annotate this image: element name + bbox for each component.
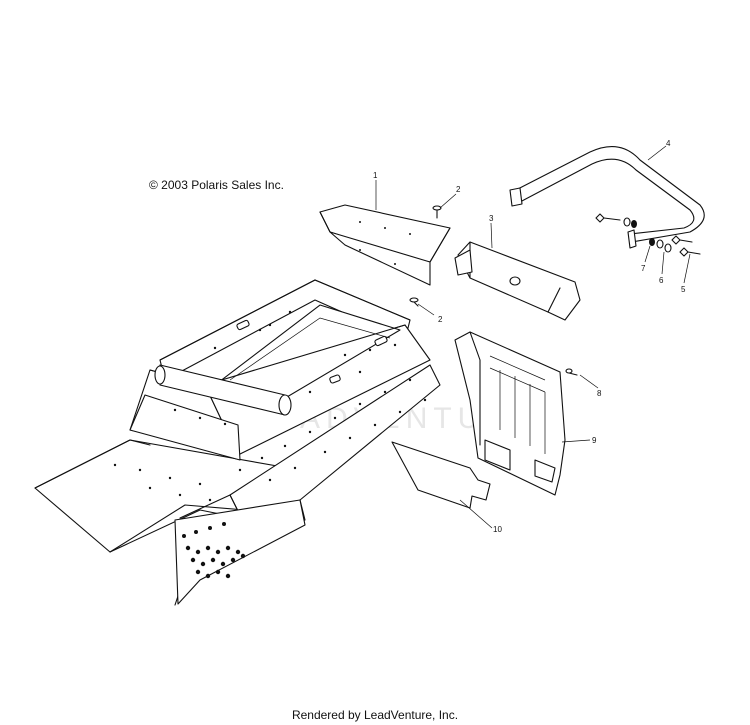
svg-text:8: 8 [597, 389, 602, 398]
callout-6: 6 [659, 251, 665, 285]
callout-10: 10 [459, 499, 502, 534]
callout-9: 9 [561, 436, 597, 445]
svg-text:5: 5 [681, 285, 686, 294]
svg-text:6: 6 [659, 276, 664, 285]
part-2-rivet-top [432, 205, 442, 219]
callout-7: 7 [641, 245, 651, 273]
cargo-box [129, 279, 431, 461]
callout-4: 4 [647, 139, 671, 161]
callout-3: 3 [489, 214, 494, 249]
callout-1: 1 [373, 171, 378, 210]
part-3-rear-bracket [454, 241, 581, 321]
part-9-snow-flap [454, 331, 566, 496]
svg-text:7: 7 [641, 264, 646, 273]
callout-2-lower: 2 [417, 303, 443, 324]
svg-text:1: 1 [373, 171, 378, 180]
part-10-plate [391, 441, 491, 509]
part-2-rivet-lower [409, 297, 419, 307]
svg-text:2: 2 [438, 315, 443, 324]
svg-text:3: 3 [489, 214, 494, 223]
svg-text:4: 4 [666, 139, 671, 148]
part-7-nuts [631, 220, 655, 246]
rivet-cluster [182, 522, 246, 579]
svg-text:10: 10 [493, 525, 502, 534]
part-8-pin [565, 368, 578, 376]
part-5-bolts [595, 213, 701, 257]
footer-credit: Rendered by LeadVenture, Inc. [291, 708, 459, 722]
part-6-washers [623, 217, 672, 253]
callout-2-top: 2 [439, 185, 461, 209]
callout-8: 8 [579, 374, 602, 398]
svg-text:2: 2 [456, 185, 461, 194]
part-1-rear-cover [319, 204, 451, 286]
copyright-text: © 2003 Polaris Sales Inc. [149, 178, 284, 192]
part-4-rear-bumper [509, 146, 705, 249]
tunnel-assembly [34, 364, 441, 606]
callout-5: 5 [681, 253, 691, 294]
tunnel-rivets [113, 378, 427, 502]
svg-text:9: 9 [592, 436, 597, 445]
